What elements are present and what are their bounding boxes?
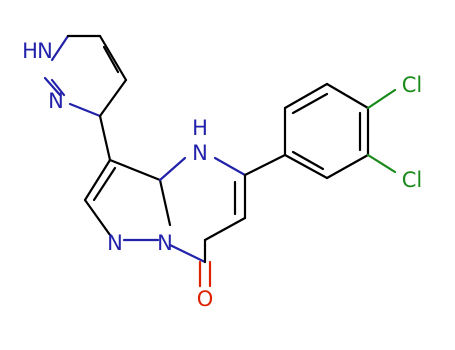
cl-top-bond [366,88,397,110]
atom-n-pyrazolo: N [107,231,123,255]
carbonyl-bonds [198,260,212,288]
atom-nh-ring: H [192,116,208,140]
atom-n-bridge: N [157,231,173,255]
atom-nh-pyrazole: N [37,39,53,63]
pyrimidine-ring-bonds [158,156,247,264]
pyrazole-core-bond [98,114,112,162]
phenyl-ring-bonds [243,82,370,180]
atom-h-pyrazole: H [22,39,38,63]
pyrazolo-five-ring-bonds [83,158,172,242]
atom-cl-top: Cl [402,73,423,97]
cl-bottom-bond [366,153,397,174]
atom-cl-bottom: Cl [402,168,423,192]
atom-n-ring: N [192,141,208,165]
pyrazole-ring-bonds [43,34,128,118]
atom-oxygen: O [197,287,214,311]
atom-n-pyrazole: N [48,89,64,113]
